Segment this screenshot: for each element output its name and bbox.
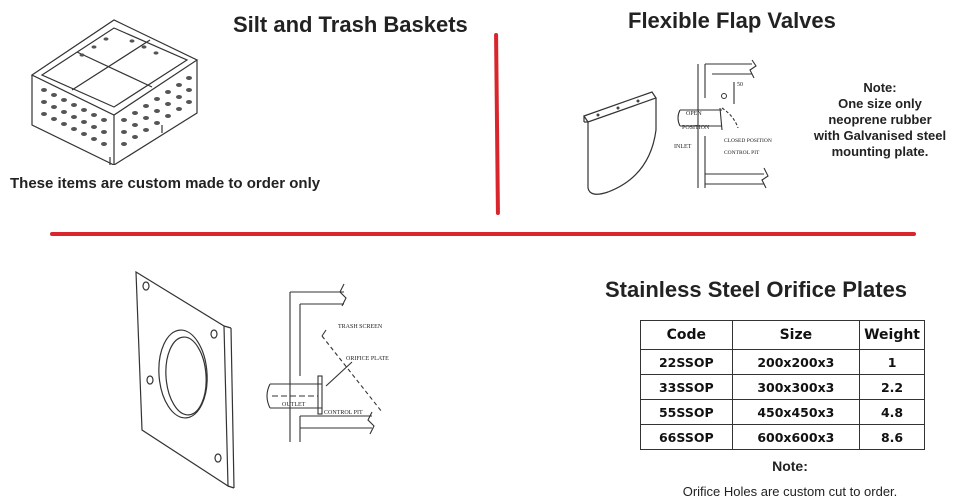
- table-row: 55SSOP 450x450x3 4.8: [640, 399, 925, 425]
- orifice-plate-label: ORIFICE PLATE: [346, 356, 389, 362]
- flap-closed-label: CLOSED POSITION: [724, 138, 772, 144]
- table-cell-code: 66SSOP: [640, 424, 733, 450]
- orifice-plate-diagram: TRASH SCREEN ORIFICE PLATE OUTLET CONTRO…: [266, 283, 389, 442]
- table-header-code: Code: [640, 320, 733, 350]
- table-cell-code: 22SSOP: [640, 349, 733, 375]
- orifice-note-text: Orifice Holes are custom cut to order.: [682, 484, 898, 499]
- flap-valve-diagram: 50 OPEN POSITION INLET CLOSED POSITION C…: [674, 59, 772, 189]
- flap-control-pit-label: CONTROL PIT: [724, 150, 760, 156]
- table-cell-weight: 4.8: [859, 399, 925, 425]
- table-cell-weight: 1: [859, 349, 925, 375]
- vertical-divider: [494, 32, 500, 216]
- flap-dim-label: 50: [737, 82, 743, 88]
- orifice-note-heading: Note:: [772, 458, 808, 474]
- flap-note-line-3: with Galvanised steel: [813, 128, 947, 143]
- baskets-title: Silt and Trash Baskets: [233, 12, 468, 37]
- orifice-plate-illustration: [135, 270, 235, 489]
- orifice-spec-table: Code Size Weight 22SSOP 200x200x3 1 33SS…: [640, 320, 925, 450]
- flap-note-heading: Note:: [863, 80, 897, 95]
- table-cell-weight: 2.2: [859, 374, 925, 400]
- orifice-trash-screen-label: TRASH SCREEN: [338, 324, 383, 330]
- table-row: 66SSOP 600x600x3 8.6: [640, 424, 925, 450]
- table-header-weight: Weight: [859, 320, 925, 350]
- orifice-title: Stainless Steel Orifice Plates: [605, 277, 908, 302]
- horizontal-divider: [50, 232, 916, 236]
- orifice-outlet-label: OUTLET: [282, 402, 306, 408]
- table-header-row: Code Size Weight: [640, 320, 925, 350]
- flap-position-label: POSITION: [682, 125, 710, 131]
- flap-valve-illustration: [583, 91, 657, 195]
- table-cell-size: 200x200x3: [731, 349, 861, 375]
- table-row: 22SSOP 200x200x3 1: [640, 349, 925, 375]
- table-cell-size: 450x450x3: [731, 399, 861, 425]
- table-header-size: Size: [731, 320, 861, 350]
- table-row: 33SSOP 300x300x3 2.2: [640, 374, 925, 400]
- table-cell-size: 300x300x3: [731, 374, 861, 400]
- table-cell-size: 600x600x3: [731, 424, 861, 450]
- flap-note-line-1: One size only: [838, 96, 922, 111]
- baskets-note: These items are custom made to order onl…: [10, 175, 321, 192]
- flap-inlet-label: INLET: [674, 144, 692, 150]
- table-cell-code: 55SSOP: [640, 399, 733, 425]
- flap-note-line-4: mounting plate.: [831, 144, 929, 159]
- table-cell-weight: 8.6: [859, 424, 925, 450]
- table-cell-code: 33SSOP: [640, 374, 733, 400]
- flap-note: Note: One size only neoprene rubber with…: [800, 80, 960, 160]
- flap-title: Flexible Flap Valves: [628, 8, 836, 33]
- orifice-control-pit-label: CONTROL PIT: [324, 410, 363, 416]
- flap-note-line-2: neoprene rubber: [828, 112, 932, 127]
- flap-open-label: OPEN: [686, 111, 702, 117]
- trash-basket-illustration: [30, 19, 199, 165]
